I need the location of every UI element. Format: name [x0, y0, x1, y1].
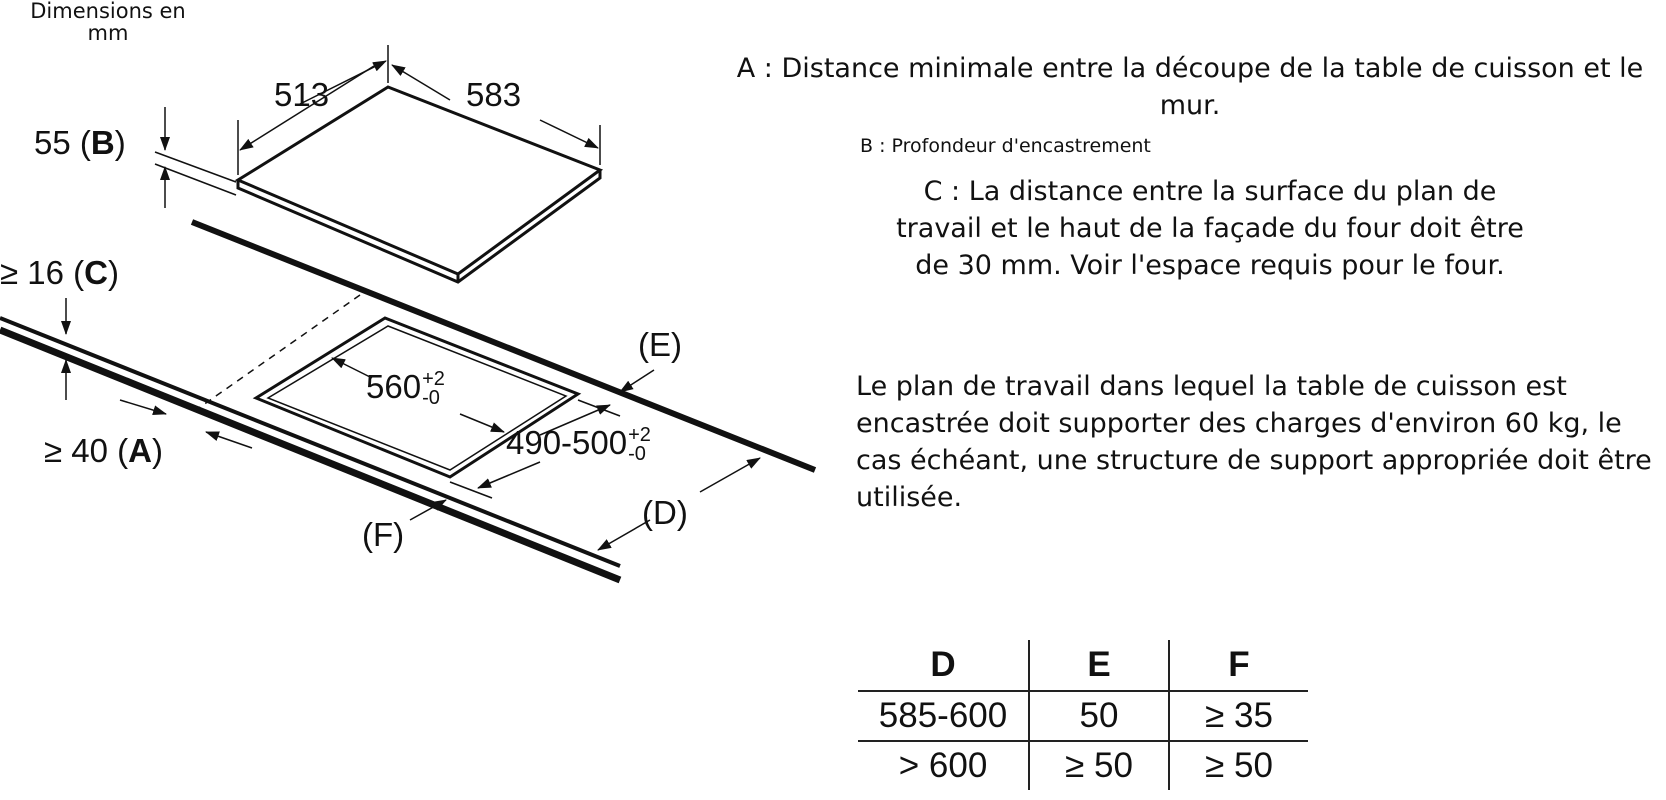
dimension-arrow-490-500	[477, 461, 541, 489]
hob-depth-label: 513	[274, 76, 330, 113]
cutout-outer	[252, 316, 582, 479]
dimension-arrow-d	[699, 457, 761, 493]
worktop-front-edge-bottom	[0, 326, 622, 584]
dimension-arrow-583	[391, 64, 451, 101]
hob-top-face	[234, 85, 604, 276]
dimension-arrow-583	[539, 119, 599, 149]
table-row: > 600 ≥ 50 ≥ 50	[858, 740, 1308, 790]
note-load: Le plan de travail dans lequel la table …	[856, 371, 1652, 513]
dimension-arrow-560	[459, 413, 505, 433]
table-header: E	[1029, 640, 1170, 691]
dimension-arrow-513	[299, 60, 387, 105]
a-letter: A	[128, 432, 152, 469]
table-cell: ≥ 35	[1169, 690, 1308, 741]
c-letter: C	[84, 254, 108, 291]
cutout-depth-label: 490-500+2-0	[506, 424, 651, 466]
dimension-arrow-490-500	[539, 404, 611, 436]
e-label: (E)	[638, 326, 682, 363]
table-cell: 585-600	[858, 690, 1030, 741]
extension-line	[577, 399, 621, 417]
table-header-row: D E F	[858, 640, 1308, 691]
worktop-back-edge	[190, 219, 817, 473]
extension-line	[449, 481, 493, 499]
c-dimension-label: ≥ 16 (C)	[0, 254, 119, 291]
dimension-arrow-e	[619, 369, 655, 393]
worktop-dimensions	[61, 298, 761, 551]
dimension-arrow-f	[409, 499, 447, 521]
table-header: F	[1228, 645, 1250, 684]
table-cell: 50	[1029, 690, 1170, 741]
note-b: B : Profondeur d'encastrement	[860, 135, 1151, 157]
dimension-arrow-d	[597, 519, 651, 551]
b-dimension-label: 55 (B)	[34, 124, 126, 161]
cutout-width-label: 560+2-0	[366, 368, 445, 410]
hob-width-label: 583	[466, 76, 522, 113]
worktop-front-edge-top	[0, 316, 621, 568]
extension-line	[154, 151, 237, 183]
note-c: C : La distance entre la surface du plan…	[896, 176, 1524, 281]
table-cell: ≥ 50	[1029, 740, 1170, 790]
table-cell: > 600	[858, 740, 1030, 790]
dimension-arrow-513	[239, 65, 375, 151]
dimension-arrow-a	[119, 399, 167, 415]
table-row: 585-600 50 ≥ 35	[858, 690, 1308, 741]
cutout-inner	[266, 325, 568, 471]
hob-drawing	[234, 85, 604, 284]
extension-line	[154, 163, 237, 196]
note-a: A : Distance minimale entre la découpe d…	[736, 53, 1644, 121]
tolerance: +2-0	[628, 424, 651, 466]
f-label: (F)	[362, 516, 405, 553]
dimension-arrow-560	[331, 357, 373, 379]
tolerance: +2-0	[422, 368, 445, 410]
worktop-drawing	[0, 219, 817, 584]
units-label: Dimensions en mm	[30, 0, 186, 45]
a-dimension-label: ≥ 40 (A)	[44, 432, 163, 469]
b-letter: B	[90, 124, 115, 161]
dimension-table: D E F 585-600 50 ≥ 35 > 600 ≥ 50 ≥ 50	[858, 640, 1308, 790]
d-label: (D)	[642, 494, 688, 531]
hob-dimensions	[154, 45, 601, 208]
dimension-arrow-a	[205, 431, 253, 449]
table-header: D	[858, 640, 1030, 691]
table-cell: ≥ 50	[1169, 740, 1308, 790]
